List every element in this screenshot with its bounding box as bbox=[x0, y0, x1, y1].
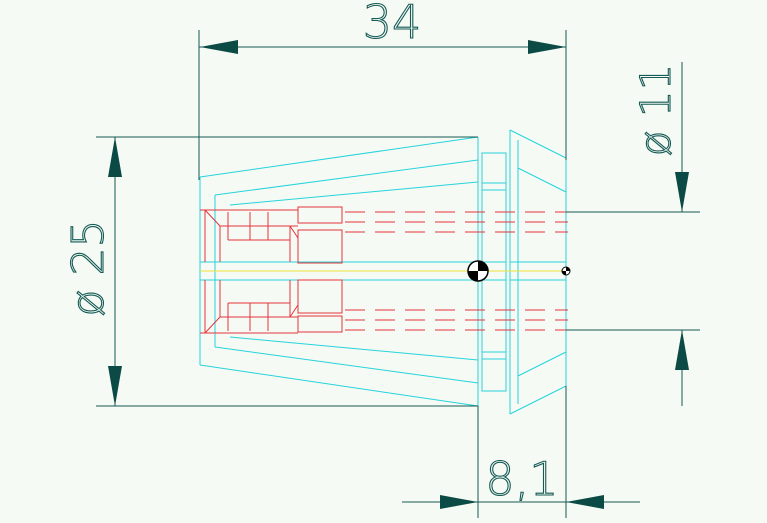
hidden-bore-lines bbox=[200, 206, 343, 334]
arrow-right-icon bbox=[440, 495, 478, 509]
arrow-down-icon bbox=[675, 172, 689, 212]
reference-point-icon bbox=[561, 266, 571, 276]
arrow-up-icon bbox=[675, 330, 689, 370]
dimension-arrows bbox=[108, 40, 689, 509]
origin-marker-icon bbox=[467, 260, 489, 282]
bore-diameter-label: ø 11 bbox=[631, 64, 680, 157]
arrow-down-icon bbox=[108, 366, 122, 406]
arrow-right-icon bbox=[528, 40, 566, 54]
collet-outline bbox=[199, 129, 567, 415]
arrow-left-icon bbox=[566, 495, 604, 509]
nose-length-label: 8,1 bbox=[485, 452, 558, 506]
outer-diameter-label: ø 25 bbox=[63, 220, 114, 317]
dimension-lines bbox=[96, 30, 700, 518]
arrow-up-icon bbox=[108, 137, 122, 177]
overall-length-label: 34 bbox=[363, 0, 422, 49]
hidden-dashed-lines bbox=[345, 211, 568, 331]
arrow-left-icon bbox=[200, 40, 238, 54]
